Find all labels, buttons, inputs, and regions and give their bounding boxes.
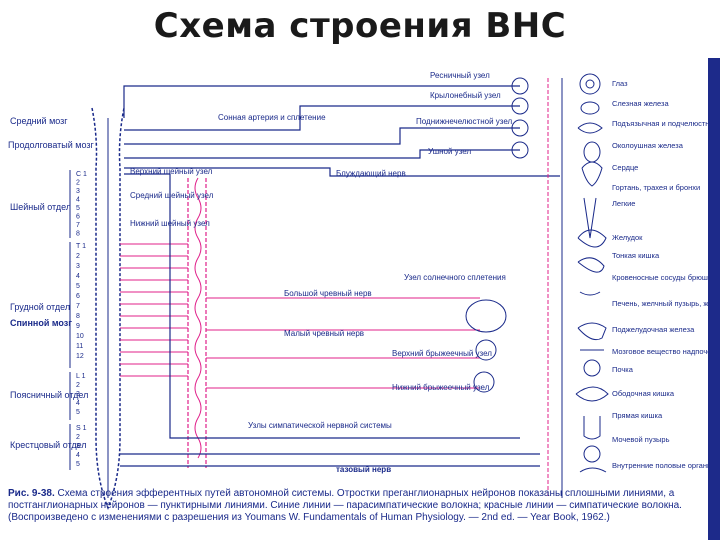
segment-thoracic-2: 2 [76, 253, 80, 260]
label-lesser-splanchnic: Малый чревный нерв [284, 329, 364, 338]
segment-sacral-2: 2 [76, 434, 80, 441]
organ-label-10: Кровеносные сосуды брюшной полости [612, 273, 708, 282]
organ-label-3: Подъязычная и подчелюстная железа [612, 119, 708, 128]
label-celiac: Узел солнечного сплетения [404, 273, 506, 282]
segment-thoracic-6: 6 [76, 293, 80, 300]
organ-label-17: Мочевой пузырь [612, 435, 670, 444]
organ-icons [575, 73, 609, 473]
spinal-cord-outline [91, 107, 125, 511]
segment-sacral-5: 5 [76, 461, 80, 468]
segment-thoracic-12: 12 [76, 353, 84, 360]
label-sympathetic-trunk: Узлы симпатической нервной системы [248, 421, 392, 430]
frame-border [0, 58, 720, 540]
organ-label-1: Глаз [612, 79, 628, 88]
caption-label: Рис. 9-38. [8, 488, 55, 499]
label-thoracic: Грудной отдел [10, 302, 70, 312]
segment-sacral-4: 4 [76, 452, 80, 459]
segment-lumbar-1: L 1 [76, 373, 86, 380]
label-cervical: Шейный отдел [10, 202, 71, 212]
sympathetic-chain [194, 177, 202, 459]
segment-thoracic-1: T 1 [76, 243, 86, 250]
ganglia-circles [465, 77, 529, 393]
label-superior-cervical: Верхний шейный узел [130, 167, 213, 176]
sympathetic-fibers [120, 243, 480, 389]
organ-label-5: Сердце [612, 163, 638, 172]
page-title: Схема строения ВНС [153, 6, 567, 46]
organ-label-4: Околоушная железа [612, 141, 684, 150]
organ-label-15: Ободочная кишка [612, 389, 675, 398]
segment-thoracic-7: 7 [76, 303, 80, 310]
segment-lumbar-4: 4 [76, 400, 80, 407]
segment-thoracic-9: 9 [76, 323, 80, 330]
segment-cervical-2: 2 [76, 180, 80, 187]
segment-cervical-3: 3 [76, 188, 80, 195]
title-bar: Схема строения ВНС [0, 0, 720, 58]
organ-label-11: Печень, желчный пузырь, желчные пути [612, 299, 708, 308]
segment-lumbar-3: 3 [76, 391, 80, 398]
organ-label-18: Внутренние половые органы [612, 461, 708, 470]
organ-label-9: Тонкая кишка [612, 251, 660, 260]
parasympathetic-fibers [120, 85, 560, 467]
label-inferior-mesenteric: Нижний брыжеечный узел [392, 383, 490, 392]
organ-label-14: Почка [612, 365, 634, 374]
label-carotid: Сонная артерия и сплетение [218, 113, 326, 122]
segment-sacral-3: 3 [76, 443, 80, 450]
label-lumbar: Поясничный отдел [10, 390, 88, 400]
ans-diagram: Средний мозг Продолговатый мозг Шейный о… [8, 71, 708, 511]
organ-label-2: Слезная железа [612, 99, 669, 108]
label-sacral: Крестцовый отдел [10, 440, 87, 450]
label-vagus: Блуждающий нерв [336, 169, 406, 178]
figure-caption: Рис. 9-38. Схема строения эфферентных пу… [8, 488, 708, 524]
segment-thoracic-10: 10 [76, 333, 84, 340]
caption-text: Схема строения эфферентных путей автоном… [8, 488, 682, 523]
segment-thoracic-11: 11 [76, 343, 83, 350]
segment-sacral-1: S 1 [76, 425, 87, 432]
segment-cervical-8: 8 [76, 231, 80, 238]
label-inferior-cervical: Нижний шейный узел [130, 219, 210, 228]
label-midbrain: Средний мозг [10, 116, 68, 126]
label-pelvic-nerve: тазовый нерв [336, 465, 391, 474]
label-middle-cervical: Средний шейный узел [130, 191, 214, 200]
label-ciliary: Ресничный узел [430, 71, 490, 80]
label-greater-splanchnic: Большой чревный нерв [284, 289, 372, 298]
segment-thoracic-4: 4 [76, 273, 80, 280]
segment-thoracic-5: 5 [76, 283, 80, 290]
segment-lumbar-5: 5 [76, 409, 80, 416]
organ-label-13: Мозговое вещество надпочечника [612, 347, 708, 356]
organ-label-6: Гортань, трахея и бронхи [612, 183, 700, 192]
segment-cervical-1: C 1 [76, 171, 87, 178]
organ-label-7: Легкие [612, 199, 635, 208]
segment-cervical-6: 6 [76, 214, 80, 221]
label-submandibular: Поднижнечелюстной узел [416, 117, 513, 126]
organ-label-12: Поджелудочная железа [612, 325, 695, 334]
segment-thoracic-8: 8 [76, 313, 80, 320]
label-pterygopalatine: Крылонебный узел [430, 91, 501, 100]
segment-cervical-7: 7 [76, 222, 80, 229]
organ-label-8: Желудок [612, 233, 643, 242]
label-medulla: Продолговатый мозг [8, 140, 95, 150]
label-spinal-cord: Спинной мозг [10, 318, 72, 328]
segment-cervical-4: 4 [76, 197, 80, 204]
segment-thoracic-3: 3 [76, 263, 80, 270]
label-superior-mesenteric: Верхний брыжеечный узел [392, 349, 492, 358]
organ-label-16: Прямая кишка [612, 411, 663, 420]
segment-lumbar-2: 2 [76, 382, 80, 389]
label-otic: Ушной узел [428, 147, 471, 156]
segment-cervical-5: 5 [76, 205, 80, 212]
